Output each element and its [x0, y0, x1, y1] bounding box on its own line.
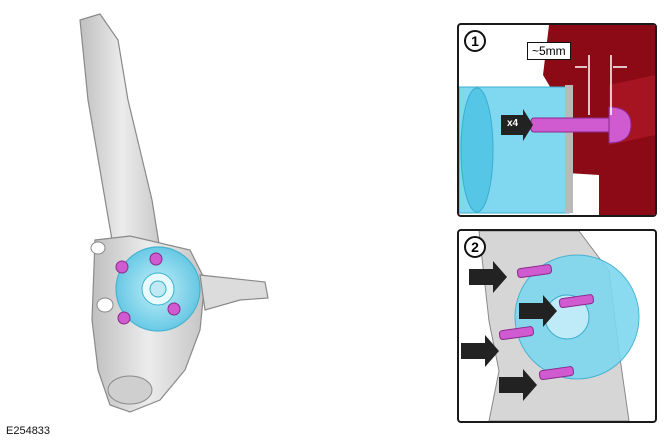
step-number-2: 2	[464, 236, 486, 258]
quantity-label: x4	[507, 118, 519, 129]
figure-reference-code: E254833	[6, 425, 51, 437]
bolt	[498, 326, 535, 341]
bolt	[538, 366, 575, 381]
hub-bolts	[115, 252, 181, 325]
bolt	[558, 294, 595, 309]
striped-arrow-icon	[461, 261, 557, 401]
bolt	[117, 311, 131, 325]
knuckle-side-arm	[199, 274, 269, 311]
step-2-illustration	[461, 231, 640, 421]
step-number-1: 1	[464, 30, 486, 52]
install-arrow-icon	[501, 109, 533, 141]
steering-knuckle-illustration	[79, 13, 269, 413]
dimension-label: ~5mm	[527, 42, 571, 60]
step-2-panel: 2	[457, 229, 657, 423]
bolt	[115, 260, 129, 274]
bolt	[167, 302, 181, 316]
bolt	[516, 264, 553, 279]
hub-bolts	[498, 264, 595, 381]
hub-bolt	[530, 117, 614, 133]
bolt	[149, 252, 163, 266]
step-1-panel: 1 ~5mm x4	[457, 23, 657, 217]
step-1-illustration	[459, 25, 655, 215]
